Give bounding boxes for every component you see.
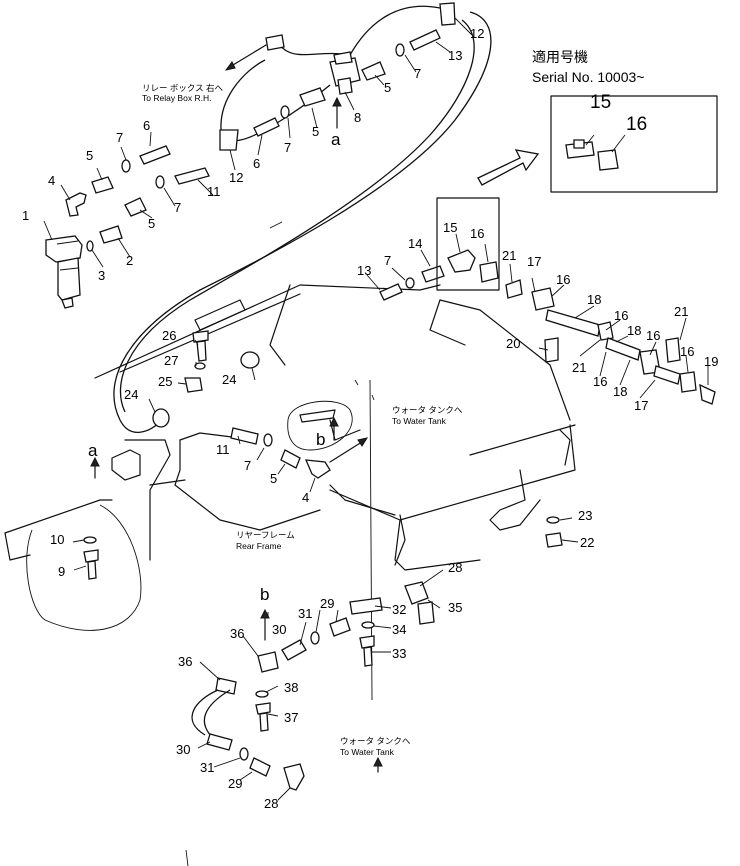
- callout-7b: 7: [174, 200, 181, 215]
- callout-31b: 31: [200, 760, 214, 775]
- callout-1: 1: [22, 208, 29, 223]
- callout-7f: 7: [244, 458, 251, 473]
- callout-5b: 5: [148, 216, 155, 231]
- callout-18b: 18: [627, 323, 641, 338]
- callout-4b: 4: [302, 490, 309, 505]
- callout-5c: 5: [312, 124, 319, 139]
- callout-35: 35: [448, 600, 462, 615]
- callout-21b: 21: [674, 304, 688, 319]
- callout-17a: 17: [527, 254, 541, 269]
- callout-18c: 18: [613, 384, 627, 399]
- callout-12b: 12: [470, 26, 484, 41]
- callout-21c: 21: [572, 360, 586, 375]
- callout-28a: 28: [448, 560, 462, 575]
- callout-7a: 7: [116, 130, 123, 145]
- callout-13a: 13: [448, 48, 462, 63]
- callout-7e: 7: [384, 253, 391, 268]
- callout-37: 37: [284, 710, 298, 725]
- callout-16c: 16: [556, 272, 570, 287]
- rear-frame-note-en: Rear Frame: [236, 541, 282, 551]
- callout-4a: 4: [48, 173, 55, 188]
- callout-26: 26: [162, 328, 176, 343]
- callout-24a: 24: [124, 387, 138, 402]
- callout-21a: 21: [502, 248, 516, 263]
- view-a-top: a: [331, 130, 341, 149]
- callout-14: 14: [408, 236, 422, 251]
- view-a-left: a: [88, 441, 98, 460]
- callout-27: 27: [164, 353, 178, 368]
- callout-24b: 24: [222, 372, 236, 387]
- callout-7d: 7: [414, 66, 421, 81]
- callout-16g: 16: [593, 374, 607, 389]
- callout-9: 9: [58, 564, 65, 579]
- callout-10: 10: [50, 532, 64, 547]
- callout-6b: 6: [253, 156, 260, 171]
- callout-25: 25: [158, 374, 172, 389]
- callout-16f: 16: [680, 344, 694, 359]
- callout-28b: 28: [264, 796, 278, 811]
- callout-38: 38: [284, 680, 298, 695]
- callout-22: 22: [580, 535, 594, 550]
- callout-36b: 36: [178, 654, 192, 669]
- callout-15b: 15: [443, 220, 457, 235]
- callout-34: 34: [392, 622, 406, 637]
- relay-box-note-en: To Relay Box R.H.: [142, 93, 211, 103]
- callout-36a: 36: [230, 626, 244, 641]
- callout-7c: 7: [284, 140, 291, 155]
- callout-5a: 5: [86, 148, 93, 163]
- serial-number-label: Serial No. 10003~: [532, 69, 644, 85]
- serial-detail-box: [477, 95, 718, 193]
- middle-parts: [83, 197, 716, 580]
- callout-16-detail: 16: [626, 114, 647, 135]
- callout-11b: 11: [216, 442, 230, 457]
- view-b-mid: b: [316, 430, 325, 449]
- water-tank-note2-en: To Water Tank: [340, 747, 395, 757]
- callout-5e: 5: [270, 471, 277, 486]
- leader-lines: [43, 17, 709, 801]
- callout-32: 32: [392, 602, 406, 617]
- relay-box-note-jp: リレー ボックス 右へ: [142, 83, 223, 93]
- callout-15-detail: 15: [590, 92, 611, 113]
- callout-11a: 11: [207, 184, 221, 199]
- rear-frame-note-jp: リヤーフレーム: [236, 530, 295, 540]
- callout-31a: 31: [298, 606, 312, 621]
- lower-parts: [185, 581, 435, 866]
- water-tank-note-jp: ウォータ タンクへ: [392, 405, 463, 415]
- callout-17b: 17: [634, 398, 648, 413]
- callout-16b: 16: [470, 226, 484, 241]
- callout-12a: 12: [229, 170, 243, 185]
- water-tank-note2-jp: ウォータ タンクへ: [340, 736, 411, 746]
- callout-33: 33: [392, 646, 406, 661]
- applicable-serial-jp: 適用号機: [532, 49, 588, 65]
- callout-13b: 13: [357, 263, 371, 278]
- left-upper-parts: [45, 2, 456, 309]
- callout-8: 8: [354, 110, 361, 125]
- callout-18a: 18: [587, 292, 601, 307]
- water-tank-note-en: To Water Tank: [392, 416, 447, 426]
- callout-6a: 6: [143, 118, 150, 133]
- frame-outline: [4, 284, 576, 701]
- hose-lines: [113, 5, 492, 433]
- view-b-lower: b: [260, 585, 269, 604]
- callout-3: 3: [98, 268, 105, 283]
- callout-16d: 16: [614, 308, 628, 323]
- callout-19: 19: [704, 354, 718, 369]
- callout-29b: 29: [228, 776, 242, 791]
- labels: 適用号機 Serial No. 10003~ リレー ボックス 右へ To Re…: [22, 26, 718, 811]
- callout-30b: 30: [176, 742, 190, 757]
- callout-29a: 29: [320, 596, 334, 611]
- callout-30a: 30: [272, 622, 286, 637]
- callout-20: 20: [506, 336, 520, 351]
- callout-16e: 16: [646, 328, 660, 343]
- callout-5d: 5: [384, 80, 391, 95]
- callout-23: 23: [578, 508, 592, 523]
- callout-2: 2: [126, 253, 133, 268]
